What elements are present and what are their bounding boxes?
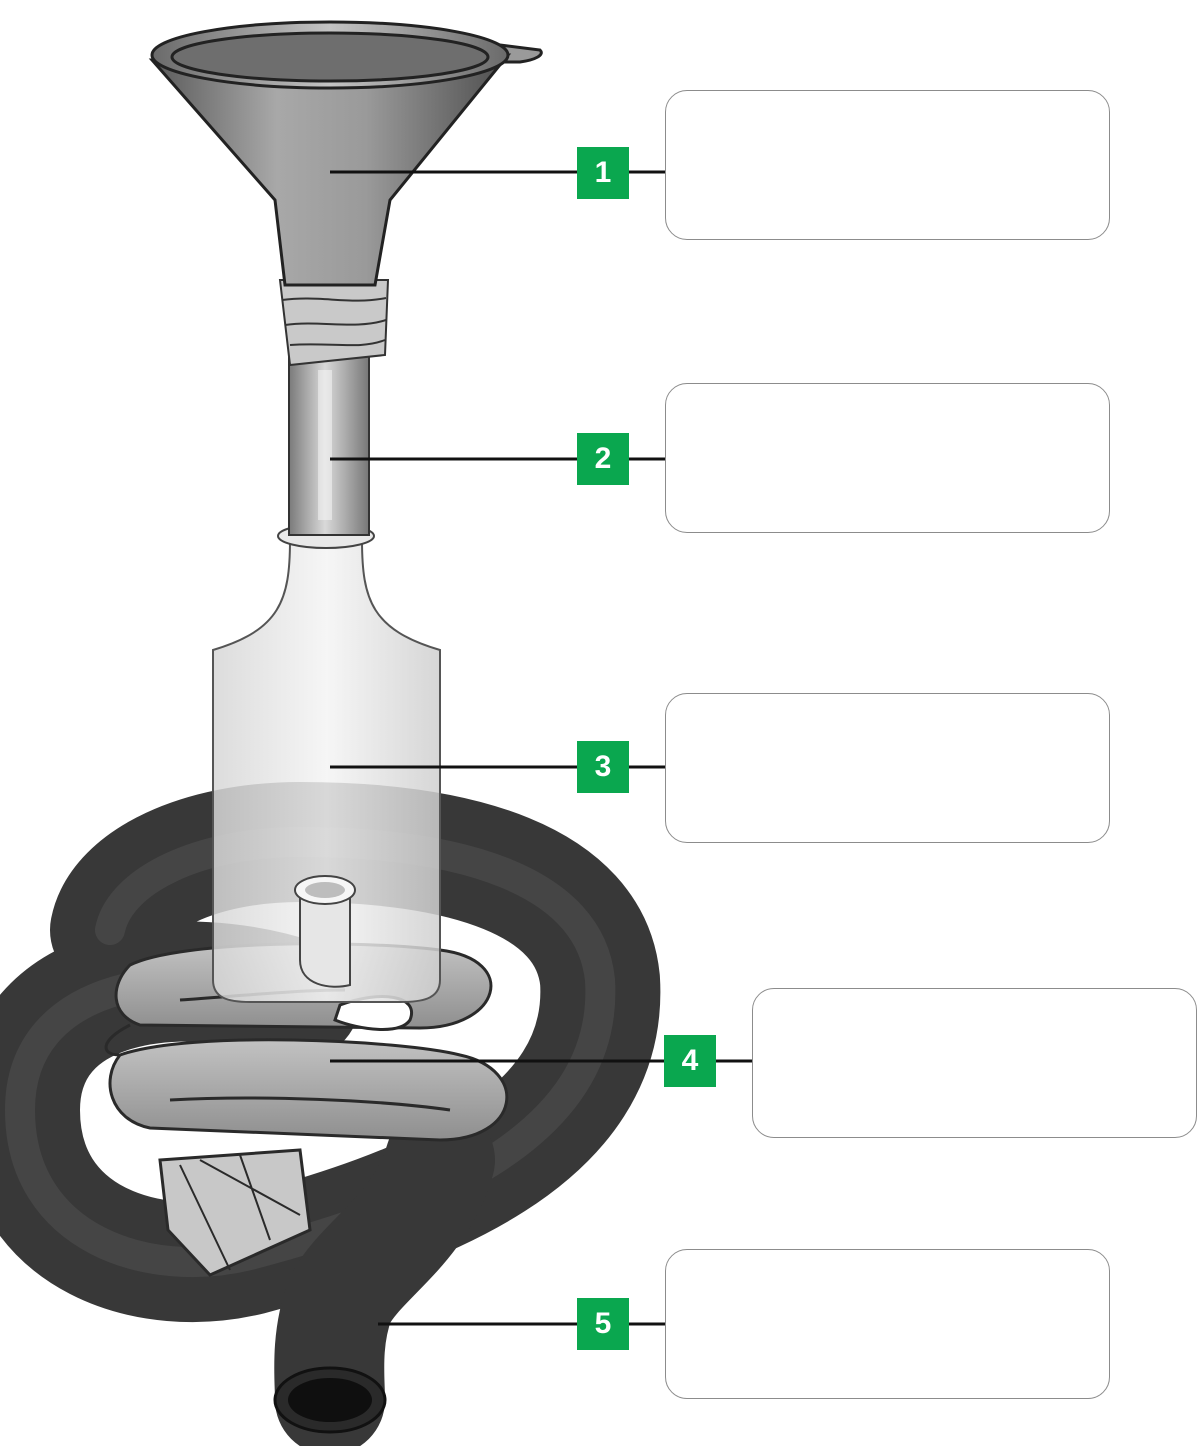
label-number-4: 4 (664, 1035, 716, 1087)
funnel-icon (152, 22, 541, 285)
tape-wrap-icon (280, 280, 388, 365)
glass-tube-icon (289, 345, 369, 535)
label-number-1: 1 (577, 147, 629, 199)
label-number-3: 3 (577, 741, 629, 793)
answer-box-1[interactable] (665, 90, 1110, 240)
label-number-2: 2 (577, 433, 629, 485)
answer-box-3[interactable] (665, 693, 1110, 843)
answer-box-5[interactable] (665, 1249, 1110, 1399)
label-number-5: 5 (577, 1298, 629, 1350)
answer-box-4[interactable] (752, 988, 1197, 1138)
answer-box-2[interactable] (665, 383, 1110, 533)
bottle-icon (213, 524, 440, 1002)
